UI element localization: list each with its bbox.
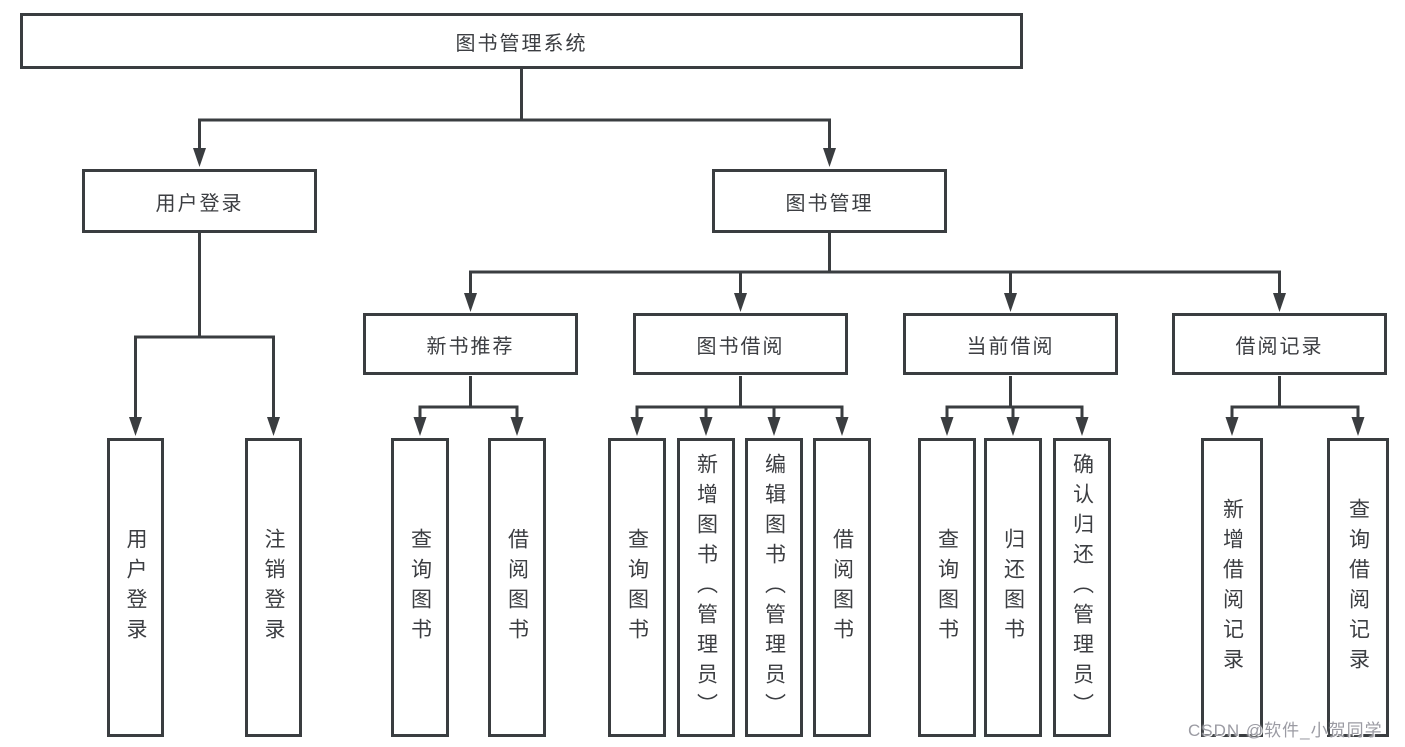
leaf-borrow-query-books-label: 查询图书: [625, 527, 649, 648]
leaf-return-books: 归还图书: [984, 438, 1042, 737]
node-user-login-label: 用户登录: [155, 192, 244, 215]
leaf-confirm-return-admin-label: 确认归还（管理员）: [1070, 452, 1094, 723]
leaf-current-query-books-label: 查询图书: [935, 527, 959, 648]
leaf-confirm-return-admin: 确认归还（管理员）: [1053, 438, 1111, 737]
node-book-management-label: 图书管理: [785, 192, 874, 215]
leaf-add-books-admin: 新增图书（管理员）: [677, 438, 735, 737]
leaf-user-login: 用户登录: [107, 438, 164, 737]
leaf-borrow-query-books: 查询图书: [608, 438, 666, 737]
leaf-newrec-query-books: 查询图书: [391, 438, 449, 737]
leaf-query-borrow-record: 查询借阅记录: [1327, 438, 1389, 737]
node-root: 图书管理系统: [20, 13, 1023, 69]
node-user-login: 用户登录: [82, 169, 317, 233]
leaf-edit-books-admin: 编辑图书（管理员）: [745, 438, 803, 737]
leaf-newrec-borrow-books: 借阅图书: [488, 438, 546, 737]
leaf-add-books-admin-label: 新增图书（管理员）: [694, 452, 718, 723]
leaf-return-books-label: 归还图书: [1001, 527, 1025, 648]
node-current-borrow-label: 当前借阅: [966, 335, 1055, 358]
leaf-borrow-borrow-books: 借阅图书: [813, 438, 871, 737]
node-root-label: 图书管理系统: [455, 32, 588, 55]
leaf-add-borrow-record: 新增借阅记录: [1201, 438, 1263, 737]
leaf-edit-books-admin-label: 编辑图书（管理员）: [762, 452, 786, 723]
leaf-current-query-books: 查询图书: [918, 438, 976, 737]
node-book-borrow-label: 图书借阅: [696, 335, 785, 358]
leaf-logout-label: 注销登录: [262, 527, 285, 648]
node-borrow-records: 借阅记录: [1172, 313, 1387, 375]
node-new-book-recommend-label: 新书推荐: [426, 335, 515, 358]
leaf-add-borrow-record-label: 新增借阅记录: [1220, 497, 1244, 678]
leaf-newrec-borrow-books-label: 借阅图书: [505, 527, 529, 648]
node-current-borrow: 当前借阅: [903, 313, 1118, 375]
leaf-query-borrow-record-label: 查询借阅记录: [1346, 497, 1370, 678]
node-book-borrow: 图书借阅: [633, 313, 848, 375]
leaf-borrow-borrow-books-label: 借阅图书: [830, 527, 854, 648]
watermark: CSDN @软件_小贺同学: [1188, 721, 1383, 740]
node-book-management: 图书管理: [712, 169, 947, 233]
leaf-user-login-label: 用户登录: [124, 527, 147, 648]
leaf-logout: 注销登录: [245, 438, 302, 737]
node-borrow-records-label: 借阅记录: [1235, 335, 1324, 358]
node-new-book-recommend: 新书推荐: [363, 313, 578, 375]
leaf-newrec-query-books-label: 查询图书: [408, 527, 432, 648]
